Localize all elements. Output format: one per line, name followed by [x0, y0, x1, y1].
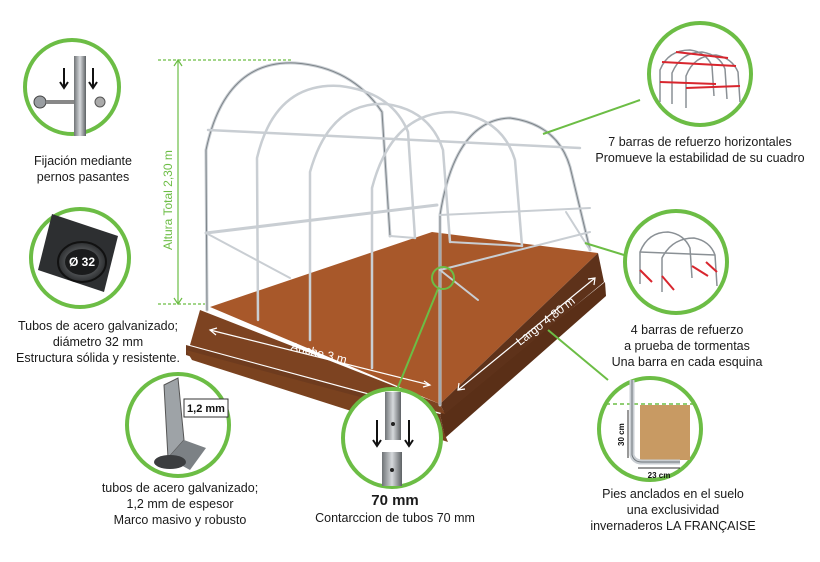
ground-anchor-callout	[597, 376, 703, 482]
thickness-caption-line3: Marco masivo y robusto	[113, 513, 247, 527]
horizontal-bars-callout	[647, 21, 753, 127]
bolt-caption-line2: pernos pasantes	[36, 170, 130, 184]
dimension-lines	[158, 58, 292, 306]
connection-caption: 70 mm Contarccion de tubos 70 mm	[300, 492, 490, 526]
connection-caption-line1: Contarccion de tubos 70 mm	[315, 511, 475, 525]
diameter-badge: Ø 32	[69, 255, 95, 269]
height-label: Altura Total 2,30 m	[161, 150, 175, 250]
footprint-dimension-lines	[208, 277, 596, 391]
anchor-caption-line3: invernaderos LA FRANÇAISE	[590, 519, 756, 533]
greenhouse-frame	[204, 61, 592, 407]
storm-bars-callout	[623, 209, 729, 315]
storm-bars-caption: 4 barras de refuerzo a prueba de torment…	[592, 322, 782, 370]
storm-bars-caption-line2: a prueba de tormentas	[624, 339, 750, 353]
anchor-height-label: 30 cm	[617, 423, 626, 446]
bolt-detail-callout	[23, 38, 121, 136]
horizontal-bars-caption-line1: 7 barras de refuerzo horizontales	[608, 135, 792, 149]
thickness-caption-line2: 1,2 mm de espesor	[126, 497, 234, 511]
thickness-caption: tubos de acero galvanizado; 1,2 mm de es…	[90, 480, 270, 528]
anchor-caption-line2: una exclusividad	[626, 503, 720, 517]
soil-bed	[186, 232, 606, 442]
anchor-caption: Pies anclados en el suelo una exclusivid…	[568, 486, 778, 534]
horizontal-bars-caption: 7 barras de refuerzo horizontales Promue…	[580, 134, 820, 166]
bolt-caption: Fijación mediante pernos pasantes	[8, 153, 158, 185]
anchor-caption-line1: Pies anclados en el suelo	[602, 487, 744, 501]
thickness-badge: 1,2 mm	[187, 403, 225, 415]
tube-diameter-callout	[29, 207, 131, 309]
storm-bars-caption-line3: Una barra en cada esquina	[611, 355, 763, 369]
storm-bars-caption-line1: 4 barras de refuerzo	[630, 323, 744, 337]
tube-diameter-caption-line2: diámetro 32 mm	[52, 335, 144, 349]
horizontal-bars-caption-line2: Promueve la estabilidad de su cuadro	[595, 151, 805, 165]
thickness-caption-line1: tubos de acero galvanizado;	[101, 481, 259, 495]
tube-diameter-caption-line1: Tubos de acero galvanizado;	[17, 319, 179, 333]
bolt-caption-line1: Fijación mediante	[34, 154, 132, 168]
connection-caption-title: 70 mm	[371, 492, 419, 509]
thickness-callout	[125, 372, 231, 478]
anchor-width-label: 23 cm	[648, 471, 671, 480]
tube-connection-callout	[341, 387, 443, 489]
tube-diameter-caption: Tubos de acero galvanizado; diámetro 32 …	[0, 318, 196, 366]
tube-diameter-caption-line3: Estructura sólida y resistente.	[16, 351, 180, 365]
callout-connectors	[395, 99, 641, 393]
